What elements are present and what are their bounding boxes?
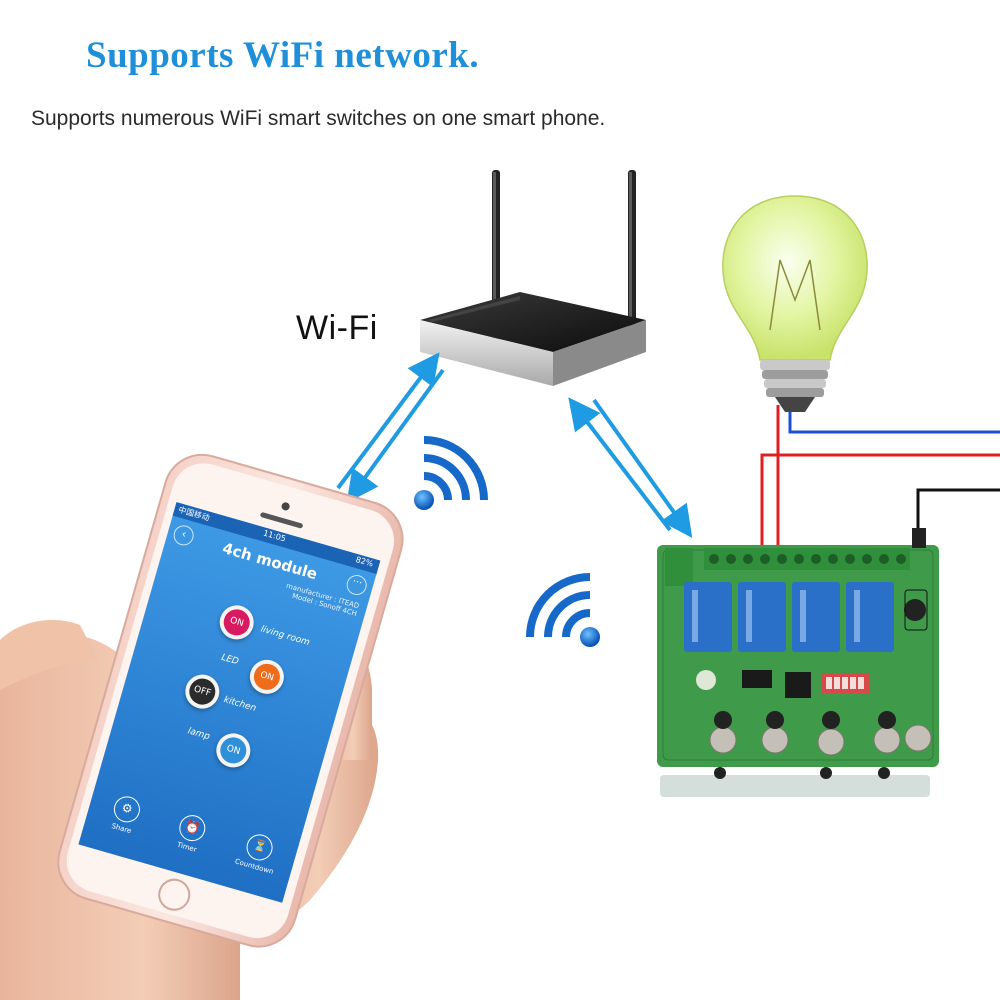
- countdown-icon: ⏳: [243, 831, 276, 864]
- wifi-signal-icon: [526, 573, 600, 647]
- tab-timer[interactable]: ⏰ Timer: [162, 809, 220, 858]
- smartphone-icon: [57, 453, 404, 948]
- wifi-label: Wi-Fi: [296, 309, 378, 347]
- switch-label: lamp: [186, 726, 211, 743]
- tab-countdown[interactable]: ⏳ Countdown: [227, 827, 289, 877]
- signal-arrows: [336, 352, 693, 539]
- switch-led[interactable]: ON: [245, 655, 288, 698]
- switch-state: ON: [220, 606, 253, 639]
- switch-state: ON: [217, 734, 250, 767]
- switch-lamp[interactable]: ON: [212, 729, 255, 772]
- tab-share[interactable]: ⚙ Share: [96, 790, 154, 839]
- switch-label: LED: [220, 652, 240, 668]
- page-subtitle: Supports numerous WiFi smart switches on…: [31, 107, 606, 130]
- status-battery: 82%: [354, 554, 375, 569]
- switch-living-room[interactable]: ON: [215, 601, 258, 644]
- wifi-signal-icon: [414, 436, 488, 510]
- switch-kitchen[interactable]: OFF: [181, 670, 224, 713]
- page-title: Supports WiFi network.: [86, 35, 480, 76]
- timer-icon: ⏰: [176, 812, 209, 845]
- switch-state: ON: [250, 660, 283, 693]
- switch-label: kitchen: [222, 695, 258, 714]
- relay-board-icon: [657, 528, 939, 797]
- router-icon: [420, 170, 646, 386]
- switch-label: living room: [259, 624, 311, 649]
- wires: [760, 405, 1000, 555]
- share-icon: ⚙: [110, 793, 144, 826]
- light-bulb-icon: [722, 195, 868, 412]
- switch-state: OFF: [186, 675, 219, 708]
